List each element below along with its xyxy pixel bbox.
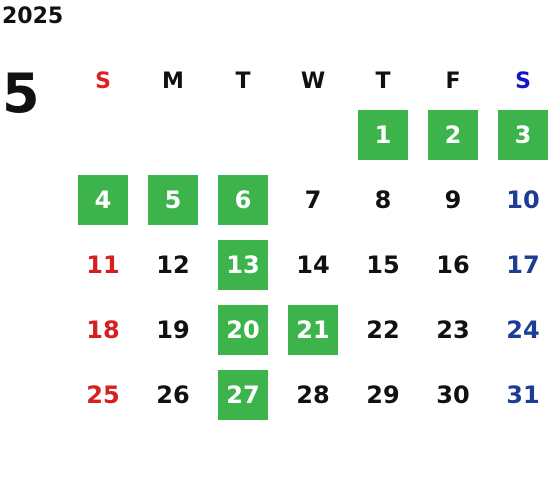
empty-cell — [278, 102, 348, 167]
highlighted-day-number: 2 — [428, 109, 478, 160]
empty-cell — [208, 102, 278, 167]
day-cell[interactable]: 17 — [488, 232, 548, 297]
day-number: 30 — [436, 380, 470, 409]
day-cell[interactable]: 19 — [138, 297, 208, 362]
day-number: 22 — [366, 315, 400, 344]
day-cell[interactable]: 18 — [68, 297, 138, 362]
empty-cell — [138, 102, 208, 167]
weekday-header-sun: S — [95, 68, 111, 94]
day-number: 17 — [506, 250, 540, 279]
day-number: 18 — [86, 315, 120, 344]
day-number: 26 — [156, 380, 190, 409]
day-number: 11 — [86, 250, 120, 279]
day-number: 23 — [436, 315, 470, 344]
day-cell[interactable]: 16 — [418, 232, 488, 297]
highlighted-day-number: 1 — [358, 109, 408, 160]
day-cell[interactable]: 29 — [348, 362, 418, 427]
day-number: 8 — [374, 185, 392, 214]
day-number: 24 — [506, 315, 540, 344]
weekday-header-fri: F — [445, 68, 461, 94]
day-number: 15 — [366, 250, 400, 279]
day-cell[interactable]: 8 — [348, 167, 418, 232]
weekday-header-thu: T — [375, 68, 391, 94]
day-number: 31 — [506, 380, 540, 409]
day-cell[interactable]: 7 — [278, 167, 348, 232]
day-cell[interactable]: 28 — [278, 362, 348, 427]
day-number: 19 — [156, 315, 190, 344]
weekday-header-wed: W — [300, 68, 326, 94]
day-number: 10 — [506, 185, 540, 214]
day-cell[interactable]: 30 — [418, 362, 488, 427]
day-cell[interactable]: 26 — [138, 362, 208, 427]
day-cell[interactable]: 2 — [418, 102, 488, 167]
day-cell[interactable]: 22 — [348, 297, 418, 362]
day-number: 12 — [156, 250, 190, 279]
day-cell[interactable]: 31 — [488, 362, 548, 427]
day-number: 29 — [366, 380, 400, 409]
day-cell[interactable]: 1 — [348, 102, 418, 167]
day-number: 9 — [444, 185, 462, 214]
day-cell[interactable]: 21 — [278, 297, 348, 362]
highlighted-day-number: 4 — [78, 174, 128, 225]
day-cell[interactable]: 25 — [68, 362, 138, 427]
day-number: 25 — [86, 380, 120, 409]
day-cell[interactable]: 13 — [208, 232, 278, 297]
day-cell[interactable]: 15 — [348, 232, 418, 297]
highlighted-day-number: 21 — [288, 304, 338, 355]
empty-cell — [68, 102, 138, 167]
day-cell[interactable]: 10 — [488, 167, 548, 232]
day-number: 14 — [296, 250, 330, 279]
day-cell[interactable]: 27 — [208, 362, 278, 427]
weekday-header-tue: T — [235, 68, 251, 94]
day-cell[interactable]: 3 — [488, 102, 548, 167]
day-cell[interactable]: 23 — [418, 297, 488, 362]
day-number: 7 — [304, 185, 322, 214]
year-label: 2025 — [2, 4, 64, 29]
day-cell[interactable]: 12 — [138, 232, 208, 297]
highlighted-day-number: 20 — [218, 304, 268, 355]
day-cell[interactable]: 14 — [278, 232, 348, 297]
weekday-header-mon: M — [162, 68, 184, 94]
day-number: 28 — [296, 380, 330, 409]
day-cell[interactable]: 24 — [488, 297, 548, 362]
highlighted-day-number: 3 — [498, 109, 548, 160]
highlighted-day-number: 6 — [218, 174, 268, 225]
highlighted-day-number: 5 — [148, 174, 198, 225]
highlighted-day-number: 13 — [218, 239, 268, 290]
day-cell[interactable]: 4 — [68, 167, 138, 232]
day-cell[interactable]: 6 — [208, 167, 278, 232]
month-label: 5 — [2, 62, 40, 125]
day-cell[interactable]: 11 — [68, 232, 138, 297]
day-cell[interactable]: 5 — [138, 167, 208, 232]
highlighted-day-number: 27 — [218, 369, 268, 420]
weekday-header-sat: S — [515, 68, 531, 94]
day-number: 16 — [436, 250, 470, 279]
day-cell[interactable]: 9 — [418, 167, 488, 232]
day-cell[interactable]: 20 — [208, 297, 278, 362]
